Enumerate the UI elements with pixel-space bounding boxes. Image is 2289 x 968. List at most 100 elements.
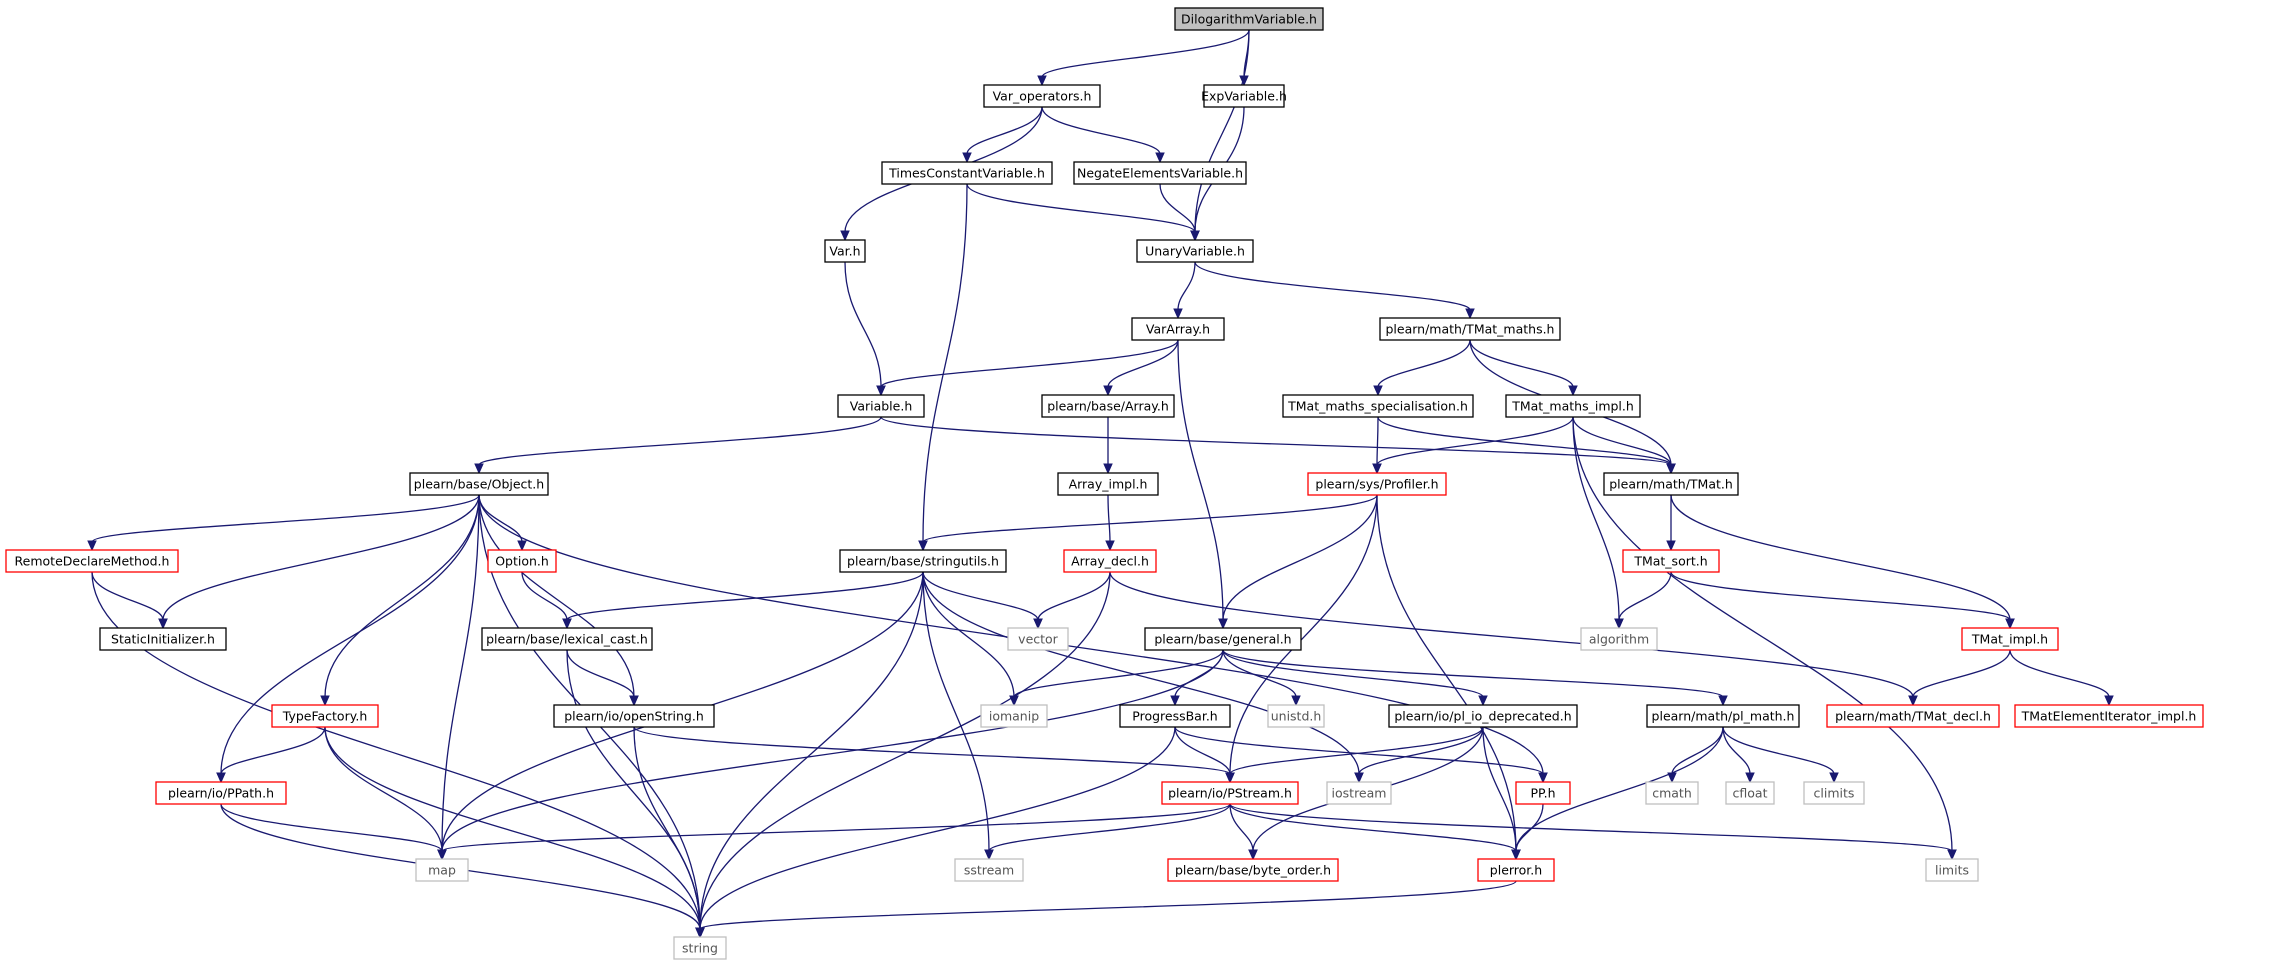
edge-general-to-plmath: [1222, 649, 1728, 707]
node-typefactory[interactable]: TypeFactory.h: [271, 704, 379, 728]
node-box: [1646, 704, 1800, 728]
node-progressbar[interactable]: ProgressBar.h: [1119, 704, 1231, 728]
node-unary[interactable]: UnaryVariable.h: [1136, 239, 1254, 263]
node-label: plearn/math/TMat_maths.h: [1386, 322, 1555, 337]
edge-openstring-to-string: [633, 726, 705, 939]
edge-pliodep-to-pstream: [1225, 726, 1484, 784]
edge-stringutils-to-iostream: [922, 571, 1364, 784]
edge-ppath-to-map: [220, 803, 447, 861]
node-tmat[interactable]: plearn/math/TMat.h: [1603, 472, 1739, 496]
node-box: [1925, 858, 1979, 882]
node-stringutils[interactable]: plearn/base/stringutils.h: [839, 549, 1007, 573]
edge-object-to-typefactory: [320, 494, 480, 707]
edge-remote-to-string: [91, 571, 705, 939]
node-box: [824, 239, 866, 263]
node-arrayimpl[interactable]: Array_impl.h: [1057, 472, 1159, 496]
node-box: [1622, 549, 1720, 573]
edge-plerror-to-string: [695, 880, 1517, 939]
node-box: [954, 858, 1024, 882]
node-vararray[interactable]: VarArray.h: [1131, 317, 1225, 341]
node-remote[interactable]: RemoteDeclareMethod.h: [5, 549, 179, 573]
node-box: [1063, 549, 1157, 573]
edges-layer: [87, 29, 2114, 939]
node-box: [837, 394, 925, 418]
node-tmatimplh[interactable]: TMat_maths_impl.h: [1505, 394, 1641, 418]
node-cfloat: cfloat: [1725, 781, 1775, 805]
node-general[interactable]: plearn/base/general.h: [1144, 627, 1302, 651]
node-staticinit[interactable]: StaticInitializer.h: [99, 627, 227, 651]
node-byteorder[interactable]: plearn/base/byte_order.h: [1167, 858, 1339, 882]
node-label: unistd.h: [1271, 709, 1322, 724]
node-basearray[interactable]: plearn/base/Array.h: [1041, 394, 1175, 418]
node-sstream: sstream: [954, 858, 1024, 882]
node-label: Array_impl.h: [1069, 477, 1148, 492]
node-plmath[interactable]: plearn/math/pl_math.h: [1646, 704, 1800, 728]
node-tmatdecl[interactable]: plearn/math/TMat_decl.h: [1826, 704, 2000, 728]
edge-arraydecl-to-string: [695, 571, 1111, 939]
node-profiler[interactable]: plearn/sys/Profiler.h: [1307, 472, 1447, 496]
node-label: plearn/base/stringutils.h: [847, 554, 999, 569]
node-label: map: [428, 863, 456, 878]
node-pstream[interactable]: plearn/io/PStream.h: [1161, 781, 1299, 805]
node-box: [1379, 317, 1561, 341]
edge-stringutils-to-lexcast: [562, 571, 924, 630]
node-label: vector: [1018, 632, 1059, 647]
edge-object-to-option: [478, 494, 527, 552]
node-box: [415, 858, 469, 882]
node-label: TypeFactory.h: [282, 709, 368, 724]
node-box: [5, 549, 179, 573]
node-ppath[interactable]: plearn/io/PPath.h: [155, 781, 287, 805]
edge-plmath-to-climits: [1722, 726, 1839, 784]
node-label: plerror.h: [1490, 863, 1542, 878]
node-tmatelemit[interactable]: TMatElementIterator_impl.h: [2014, 704, 2204, 728]
node-label: PP.h: [1530, 786, 1555, 801]
node-pliodep[interactable]: plearn/io/pl_io_deprecated.h: [1388, 704, 1578, 728]
node-label: TMat_maths_impl.h: [1511, 399, 1634, 414]
node-label: plearn/math/TMat.h: [1609, 477, 1733, 492]
node-label: NegateElementsVariable.h: [1077, 166, 1243, 181]
node-openstring[interactable]: plearn/io/openString.h: [553, 704, 715, 728]
node-expvar[interactable]: ExpVariable.h: [1201, 84, 1287, 108]
node-limits: limits: [1925, 858, 1979, 882]
node-tmatspec[interactable]: TMat_maths_specialisation.h: [1282, 394, 1474, 418]
node-box: [1073, 161, 1247, 185]
node-iomanip: iomanip: [980, 704, 1048, 728]
node-pph[interactable]: PP.h: [1515, 781, 1571, 805]
edge-profiler-to-plerror: [1376, 494, 1521, 861]
node-box: [839, 549, 1007, 573]
edge-vararray-to-basearray: [1103, 339, 1179, 397]
node-tmatimpl[interactable]: TMat_impl.h: [1961, 627, 2059, 651]
node-dilog[interactable]: DilogarithmVariable.h: [1174, 7, 1324, 31]
node-label: limits: [1935, 863, 1969, 878]
node-variable[interactable]: Variable.h: [837, 394, 925, 418]
node-label: TMat_impl.h: [1971, 632, 2048, 647]
node-box: [2014, 704, 2204, 728]
node-tmatsort[interactable]: TMat_sort.h: [1622, 549, 1720, 573]
edge-pstream-to-byteorder: [1229, 803, 1258, 861]
node-negate[interactable]: NegateElementsVariable.h: [1073, 161, 1247, 185]
node-object[interactable]: plearn/base/Object.h: [409, 472, 549, 496]
edge-pph-to-plerror: [1511, 803, 1544, 861]
node-arraydecl[interactable]: Array_decl.h: [1063, 549, 1157, 573]
node-varops[interactable]: Var_operators.h: [983, 84, 1101, 108]
edge-variable-to-object: [474, 416, 882, 475]
node-lexcast[interactable]: plearn/base/lexical_cast.h: [481, 627, 653, 651]
node-label: DilogarithmVariable.h: [1181, 12, 1317, 27]
node-timesconst[interactable]: TimesConstantVariable.h: [881, 161, 1053, 185]
node-tmatmaths[interactable]: plearn/math/TMat_maths.h: [1379, 317, 1561, 341]
edge-timesconst-to-stringutils: [918, 183, 968, 552]
node-option[interactable]: Option.h: [487, 549, 557, 573]
node-label: RemoteDeclareMethod.h: [15, 554, 170, 569]
node-label: ExpVariable.h: [1201, 89, 1287, 104]
node-box: [1144, 627, 1302, 651]
edge-tmatimpl-to-tmatdecl: [1908, 649, 2011, 707]
edge-general-to-pliodep: [1222, 649, 1488, 707]
edge-profiler-to-stringutils: [918, 494, 1378, 552]
node-cmath: cmath: [1645, 781, 1699, 805]
edge-tmat-to-tmatimpl: [1670, 494, 2015, 630]
node-plerror[interactable]: plerror.h: [1477, 858, 1555, 882]
node-varh[interactable]: Var.h: [824, 239, 866, 263]
node-box: [1803, 781, 1865, 805]
edge-unary-to-vararray: [1173, 261, 1196, 320]
edge-object-to-staticinit: [158, 494, 480, 630]
